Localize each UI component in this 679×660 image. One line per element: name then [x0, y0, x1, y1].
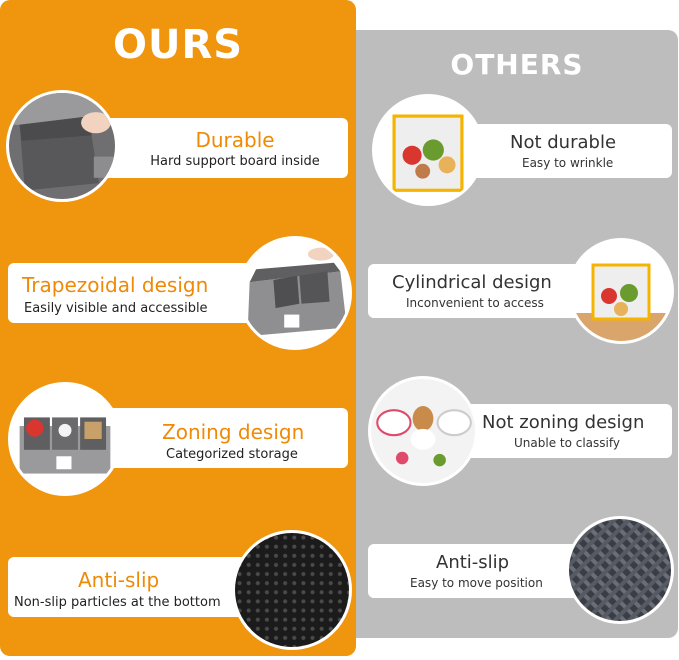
others-not-zoning-title: Not zoning design [482, 412, 645, 433]
others-not-zoning-desc: Unable to classify [514, 436, 620, 450]
others-antislip-title: Anti-slip [436, 552, 510, 573]
woven-mesh-icon [566, 516, 674, 624]
ours-heading: OURS [112, 22, 244, 68]
ours-trapezoidal-title: Trapezoidal design [22, 273, 209, 297]
others-heading: OTHERS [450, 48, 584, 81]
cylinder-basket-icon [568, 238, 674, 344]
ours-trapezoidal-desc: Easily visible and accessible [24, 301, 208, 316]
mesh-basket-icon [372, 94, 484, 206]
ours-antislip-title: Anti-slip [78, 568, 160, 592]
non-slip-dots-icon [232, 530, 352, 650]
others-not-durable-desc: Easy to wrinkle [522, 156, 614, 170]
others-antislip-desc: Easy to move position [410, 576, 543, 590]
dog-toys-icon [368, 376, 478, 486]
ours-zoning-desc: Categorized storage [166, 447, 298, 462]
ours-durable-title: Durable [195, 128, 275, 152]
ours-zoning-title: Zoning design [162, 420, 305, 444]
support-board-icon [6, 90, 118, 202]
ours-card-durable: Durable Hard support board inside [80, 118, 348, 178]
ours-antislip-desc: Non-slip particles at the bottom [14, 595, 221, 610]
zoned-organizer-icon [8, 382, 122, 496]
trapezoid-organizer-icon [238, 236, 352, 350]
ours-card-zoning: Zoning design Categorized storage [80, 408, 348, 468]
others-cylindrical-desc: Inconvenient to access [406, 296, 544, 310]
others-cylindrical-title: Cylindrical design [392, 272, 552, 293]
ours-durable-desc: Hard support board inside [150, 154, 320, 169]
others-not-durable-title: Not durable [510, 132, 617, 153]
